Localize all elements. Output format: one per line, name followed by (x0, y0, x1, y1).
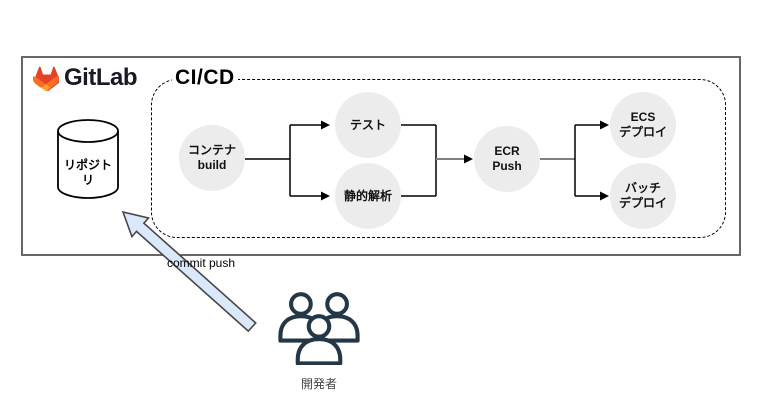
gitlab-container-box (21, 56, 741, 256)
repository-label: リポジト リ (63, 158, 112, 187)
gitlab-tanuki-icon (33, 66, 59, 91)
gitlab-wordmark: GitLab (64, 64, 138, 91)
users-group-icon (278, 292, 360, 366)
cicd-dashed-box (151, 79, 726, 238)
node-ecs-deploy: ECS デプロイ (610, 92, 676, 158)
node-batch-deploy: バッチ デプロイ (610, 163, 676, 229)
node-container-build: コンテナ build (179, 125, 245, 191)
commit-push-label: commit push (167, 256, 236, 270)
developers-label: 開発者 (300, 377, 337, 391)
node-ecr-push: ECR Push (474, 126, 540, 192)
node-static-analysis: 静的解析 (335, 163, 401, 229)
repository-cylinder-icon (57, 119, 119, 199)
cicd-title: CI/CD (172, 66, 238, 90)
developers-group: 開発者 (278, 291, 360, 392)
node-test: テスト (335, 92, 401, 158)
gitlab-logo: GitLab (33, 64, 138, 92)
